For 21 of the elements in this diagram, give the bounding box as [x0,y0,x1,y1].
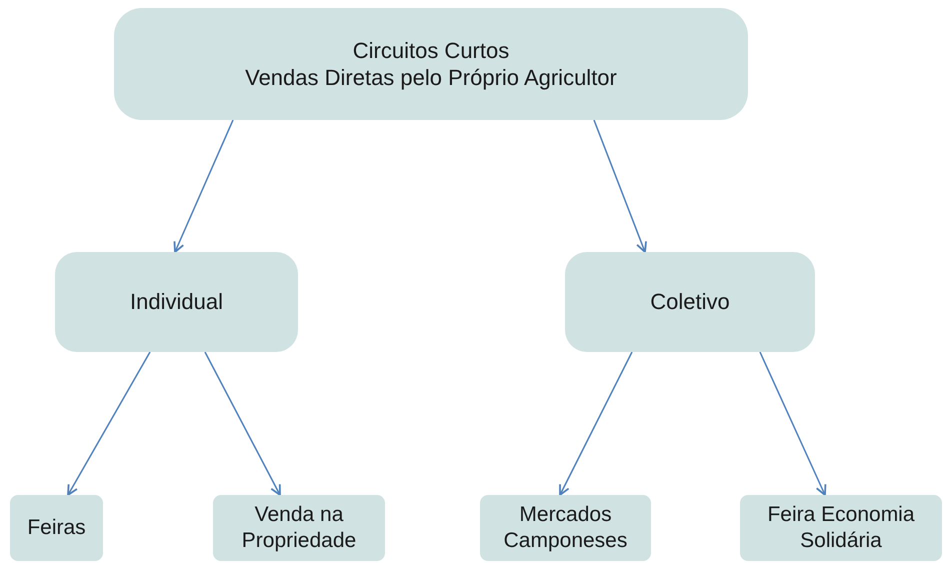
box-text: Vendas Diretas pelo Próprio Agricultor [245,64,617,92]
arrow [559,352,633,496]
rounded-box [10,495,103,561]
rounded-box [213,495,385,561]
arrow [204,352,281,496]
box-text: Feira Economia Solidária [766,502,916,554]
rounded-box [480,495,651,561]
box-text: Mercados Camponeses [502,502,628,554]
arrow [593,120,647,253]
box-text: Individual [130,288,223,316]
box-text: Venda na Propriedade [240,502,358,554]
arrow [67,352,151,496]
arrow [759,352,826,496]
rounded-box [114,8,748,120]
box-text: Feiras [27,514,86,541]
rounded-box [55,252,298,352]
box-text: Coletivo [650,288,730,316]
box-text: Circuitos Curtos [352,36,510,64]
arrow [174,120,234,253]
rounded-box [565,252,815,352]
rounded-box [740,495,942,561]
